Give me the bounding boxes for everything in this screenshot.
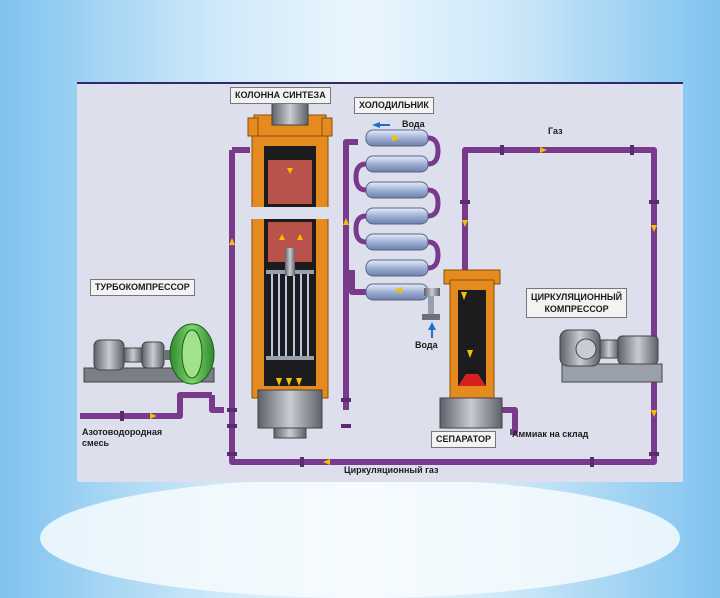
flow-arrows	[150, 147, 657, 465]
turbocompressor-label: ТУРБОКОМПРЕССОР	[90, 279, 195, 296]
pipe-mixture-inlet	[80, 392, 212, 419]
circulation-gas-label: Циркуляционный газ	[344, 465, 439, 475]
water-outlet-label: Вода	[415, 340, 438, 350]
mixture-label-line2: смесь	[82, 438, 110, 448]
cooler-label: ХОЛОДИЛЬНИК	[354, 97, 434, 114]
separator-label: СЕПАРАТОР	[431, 431, 497, 448]
ammonia-label: Аммиак на склад	[512, 429, 589, 439]
synthesis-column	[247, 102, 333, 439]
separator	[439, 269, 503, 429]
mixture-label: Азотоводородная смесь	[82, 427, 162, 449]
cooler	[353, 122, 441, 338]
pipe-turbo-to-loop	[209, 395, 224, 413]
column-label: КОЛОННА СИНТЕЗА	[230, 87, 331, 104]
process-diagram	[80, 102, 663, 467]
circulation-compressor-label-line1: ЦИРКУЛЯЦИОННЫЙ	[531, 292, 623, 302]
gas-label: Газ	[548, 126, 563, 136]
mixture-label-line1: Азотоводородная	[82, 427, 163, 437]
pipe-column-to-cooler	[343, 139, 358, 410]
pipe-flanges	[120, 145, 659, 467]
circulation-compressor-label-line2: КОМПРЕССОР	[544, 304, 609, 314]
pipe-separator-bottom	[502, 407, 518, 435]
turbocompressor	[83, 323, 215, 385]
pipe-cooler-to-separator	[349, 270, 368, 295]
water-inlet-label: Вода	[402, 119, 425, 129]
circulation-compressor-label: ЦИРКУЛЯЦИОННЫЙ КОМПРЕССОР	[526, 288, 628, 318]
circulation-compressor	[559, 329, 663, 383]
